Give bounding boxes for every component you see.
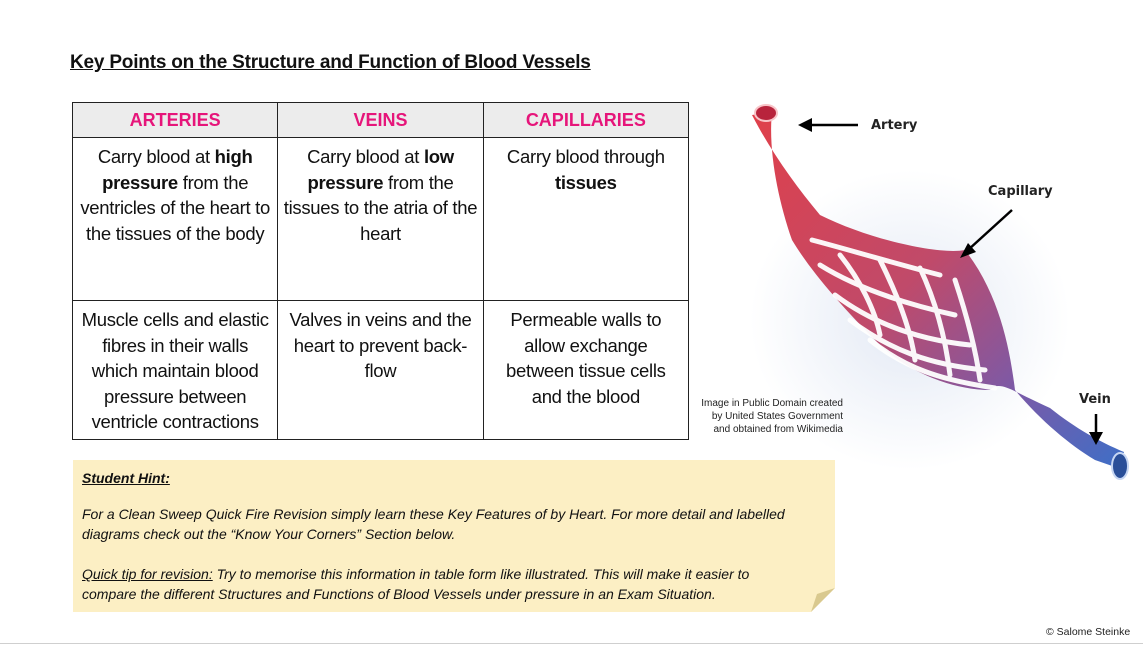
header-veins: VEINS [277, 102, 484, 138]
capillary-arrow-icon [960, 209, 1013, 258]
arteries-structure-cell: Muscle cells and elastic fibres in their… [71, 300, 279, 440]
blood-vessel-table: ARTERIES VEINS CAPILLARIES Carry blood a… [71, 102, 690, 440]
cell-text: Permeable walls to allow exchange betwee… [506, 309, 666, 407]
page-curl-icon [811, 588, 835, 612]
cell-text: from the tissues to the atria of the hea… [283, 171, 478, 244]
student-hint-box: Student Hint: For a Clean Sweep Quick Fi… [73, 460, 835, 612]
image-credit: Image in Public Domain created by United… [701, 398, 843, 435]
cell-text: Muscle cells and elastic fibres in their… [81, 309, 269, 432]
table-row: Muscle cells and elastic fibres in their… [71, 300, 690, 440]
capillaries-structure-cell: Permeable walls to allow exchange betwee… [482, 300, 690, 440]
header-capillaries: CAPILLARIES [482, 102, 690, 138]
cell-bold-text: tissues [554, 171, 617, 193]
vein-label: Vein [1079, 392, 1111, 407]
hint-paragraph: For a Clean Sweep Quick Fire Revision si… [82, 506, 785, 542]
vein-arrow-icon [1089, 414, 1103, 445]
header-arteries: ARTERIES [71, 102, 279, 138]
vein-opening [1111, 452, 1129, 480]
capillary-label: Capillary [988, 184, 1053, 199]
artery-label: Artery [871, 118, 918, 133]
quick-tip-paragraph: Quick tip for revision: Try to memorise … [82, 564, 800, 604]
cell-text: Carry blood through [506, 146, 665, 167]
page-divider [0, 643, 1143, 644]
quick-tip-text: Try to memorise this information in tabl… [82, 566, 750, 602]
cell-text: Carry blood at [97, 146, 215, 167]
table-row: Carry blood at high pressure from the ve… [71, 137, 690, 301]
copyright-notice: © Salome Steinke [1046, 626, 1131, 638]
arteries-function-cell: Carry blood at high pressure from the ve… [71, 137, 279, 301]
hint-heading: Student Hint: [82, 470, 170, 486]
cell-bold-text: low pressure [307, 146, 454, 193]
cell-text: from the ventricles of the heart to the … [80, 171, 270, 244]
table-header-row: ARTERIES VEINS CAPILLARIES [71, 102, 690, 138]
capillary-bed-illustration: Artery Capillary Vein [750, 104, 1129, 480]
capillaries-function-cell: Carry blood through tissues [482, 137, 690, 301]
capillary-network [809, 237, 998, 391]
artery-arrow-icon [798, 118, 858, 132]
cell-bold-text: high pressure [102, 146, 253, 193]
blood-vessel-diagram: Artery Capillary Vein [700, 90, 1143, 490]
vessel-body [752, 112, 1124, 468]
veins-structure-cell: Valves in veins and the heart to prevent… [277, 300, 484, 440]
cell-text: Valves in veins and the heart to prevent… [289, 309, 472, 381]
cell-text: Carry blood at [307, 146, 424, 167]
quick-tip-label: Quick tip for revision: [82, 566, 213, 582]
artery-opening [754, 104, 778, 122]
page-title: Key Points on the Structure and Function… [70, 52, 591, 73]
veins-function-cell: Carry blood at low pressure from the tis… [277, 137, 484, 301]
